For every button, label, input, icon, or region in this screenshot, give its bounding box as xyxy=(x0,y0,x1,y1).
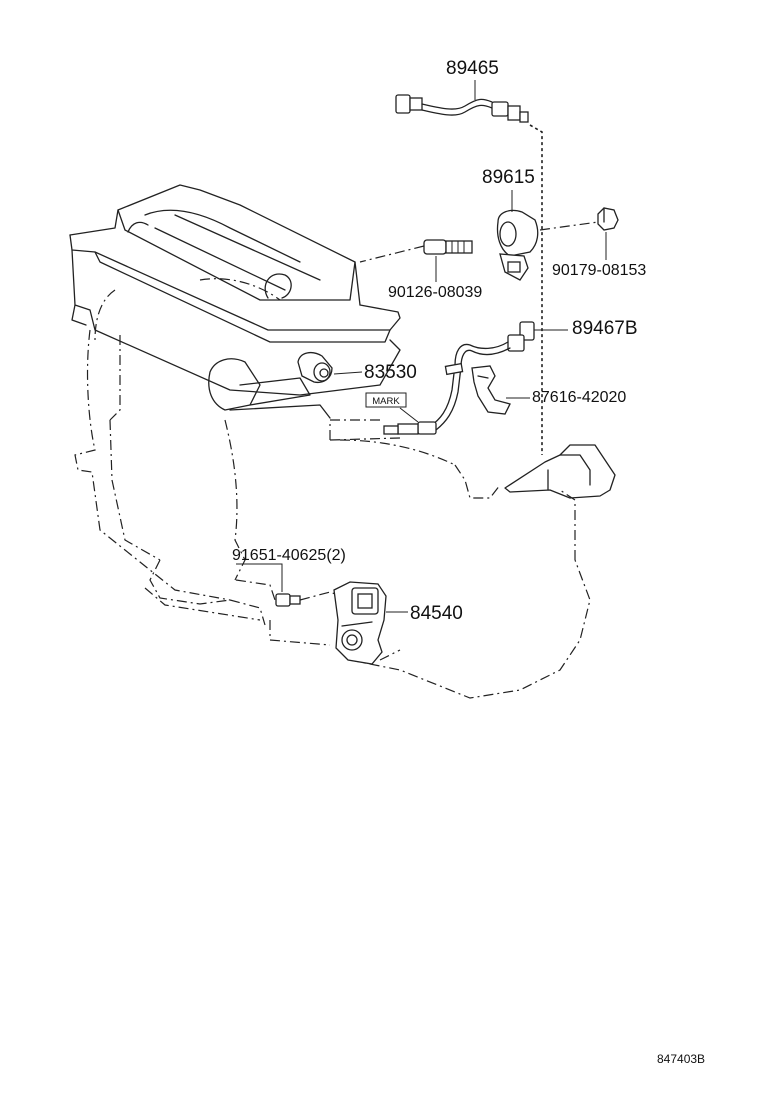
stud-bolt-90126-08039[interactable] xyxy=(359,239,473,282)
mark-label: MARK xyxy=(372,396,400,407)
part-labels: 89465 89615 90179-08153 90126-08039 8946… xyxy=(232,58,646,624)
oil-pressure-switch-83530[interactable] xyxy=(297,351,363,384)
diagram-reference-code: 847403B xyxy=(657,1052,705,1066)
label-91651-40625[interactable]: 91651-40625(2) xyxy=(232,547,346,564)
label-89465[interactable]: 89465 xyxy=(446,58,499,79)
label-83530[interactable]: 83530 xyxy=(364,362,417,383)
label-87616-42020[interactable]: 87616-42020 xyxy=(532,389,626,406)
air-fuel-sensor-89467b[interactable] xyxy=(383,321,568,435)
label-89615[interactable]: 89615 xyxy=(482,167,535,188)
neutral-start-switch-84540[interactable] xyxy=(333,581,408,665)
engine-outline xyxy=(69,184,616,699)
label-90126-08039[interactable]: 90126-08039 xyxy=(388,284,482,301)
label-84540[interactable]: 84540 xyxy=(410,603,463,624)
label-89467b[interactable]: 89467B xyxy=(572,318,638,339)
oxygen-sensor-89465[interactable] xyxy=(395,80,529,123)
bolt-91651-40625[interactable] xyxy=(236,563,301,607)
mark-tag: MARK xyxy=(365,392,419,423)
knock-sensor-89615[interactable] xyxy=(496,190,599,281)
label-90179-08153[interactable]: 90179-08153 xyxy=(552,262,646,279)
installation-guide-line xyxy=(529,124,543,455)
nut-90179-08153[interactable] xyxy=(597,207,619,260)
clamp-87616-42020[interactable] xyxy=(471,365,530,415)
